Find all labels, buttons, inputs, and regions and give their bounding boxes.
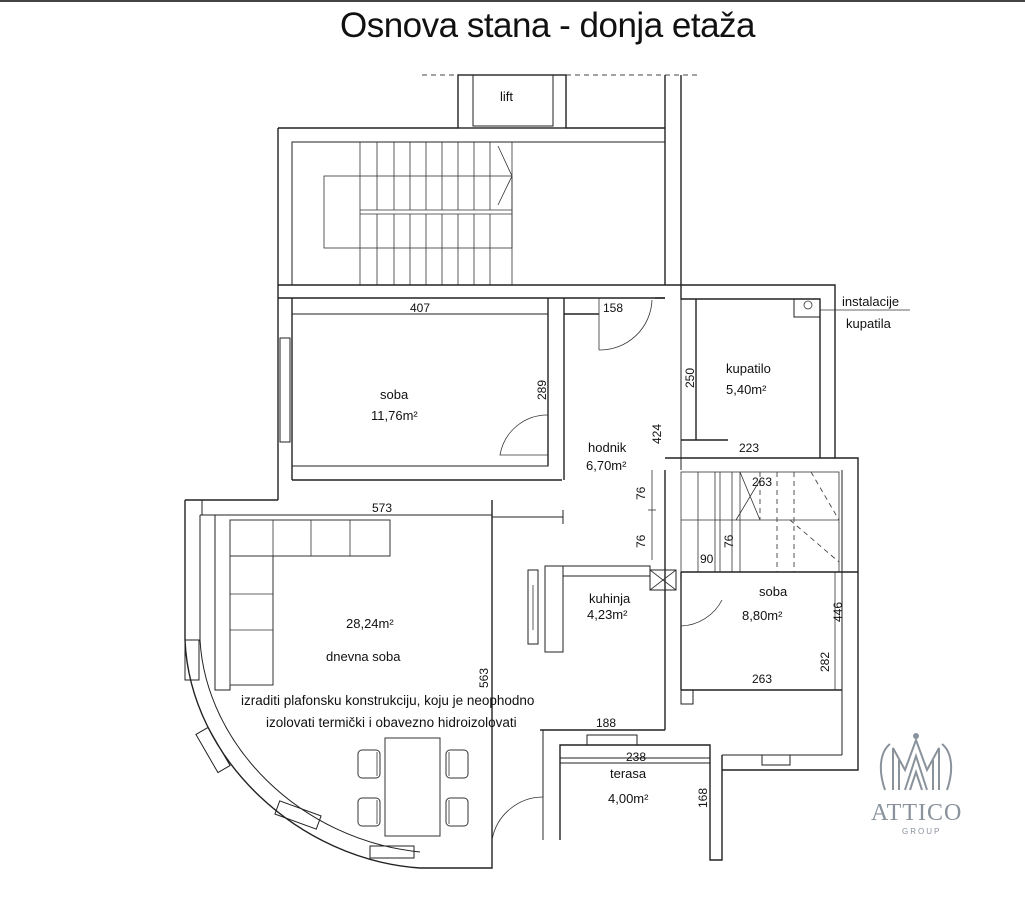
dim-573: 573	[372, 501, 392, 515]
label-dnevna-soba: dnevna soba	[326, 649, 401, 664]
top-border-line	[0, 0, 1025, 2]
logo-name: ATTICO	[871, 800, 962, 826]
note-line-2: izolovati termički i obavezno hidroizolo…	[266, 715, 517, 730]
dim-263-top: 263	[752, 475, 772, 489]
dim-76-a: 76	[634, 486, 648, 500]
label-terasa: terasa	[610, 766, 647, 781]
dim-168: 168	[696, 788, 710, 808]
area-soba-1: 11,76m²	[371, 408, 418, 423]
dim-238: 238	[626, 750, 646, 764]
area-kupatilo: 5,40m²	[726, 382, 767, 397]
attico-logo: ATTICO GROUP	[871, 733, 962, 836]
label-hodnik: hodnik	[588, 440, 627, 455]
area-dnevna-soba: 28,24m²	[346, 616, 394, 631]
label-kupatilo: kupatilo	[726, 361, 771, 376]
area-hodnik: 6,70m²	[586, 458, 627, 473]
dim-424: 424	[650, 424, 664, 444]
dim-446: 446	[831, 602, 845, 622]
attico-logo-mark	[879, 733, 953, 791]
label-lift: lift	[500, 89, 513, 104]
label-instalacije-line2: kupatila	[846, 316, 892, 331]
dim-223: 223	[739, 441, 759, 455]
dim-282: 282	[818, 652, 832, 672]
area-soba-2: 8,80m²	[742, 608, 783, 623]
dim-289: 289	[535, 380, 549, 400]
dim-407: 407	[410, 301, 430, 315]
room-dnevna-soba	[184, 500, 493, 869]
label-soba-2: soba	[759, 584, 788, 599]
dim-188: 188	[596, 716, 616, 730]
room-kupatilo	[598, 297, 910, 730]
staircase	[277, 75, 682, 500]
room-kuhinja	[491, 500, 665, 840]
dim-563: 563	[477, 668, 491, 688]
label-soba-1: soba	[380, 387, 409, 402]
note-line-1: izraditi plafonsku konstrukciju, koju je…	[241, 693, 534, 708]
inner-staircase	[680, 471, 840, 573]
room-soba-2	[649, 470, 858, 766]
dim-76-c: 76	[722, 534, 736, 548]
dimension-lines	[648, 470, 836, 690]
page-title: Osnova stana - donja etaža	[339, 6, 756, 45]
lift-shaft	[457, 74, 567, 129]
label-instalacije-line1: instalacije	[842, 294, 899, 309]
dim-158: 158	[603, 301, 623, 315]
logo-sub: GROUP	[902, 827, 941, 836]
label-kuhinja: kuhinja	[589, 591, 631, 606]
dim-90: 90	[700, 552, 714, 566]
area-kuhinja: 4,23m²	[587, 607, 628, 622]
dim-263-bottom: 263	[752, 672, 772, 686]
outer-walls	[185, 284, 859, 861]
room-soba-1	[279, 298, 599, 480]
area-terasa: 4,00m²	[608, 791, 649, 806]
dim-76-b: 76	[634, 534, 648, 548]
dim-250: 250	[683, 368, 697, 388]
room-terasa	[491, 734, 711, 841]
